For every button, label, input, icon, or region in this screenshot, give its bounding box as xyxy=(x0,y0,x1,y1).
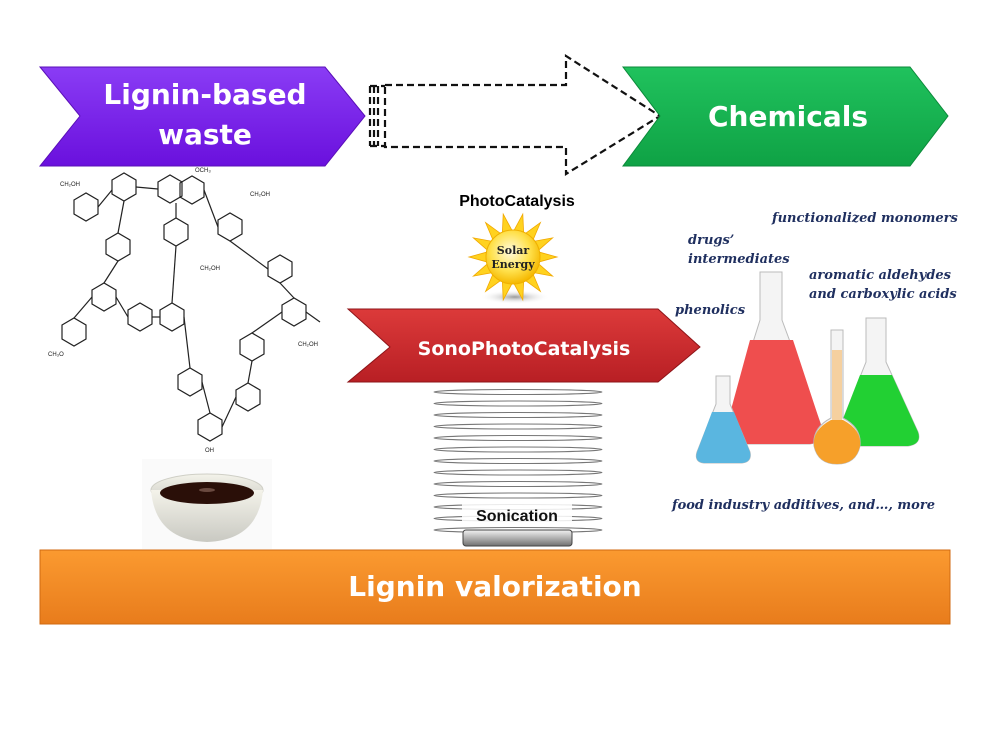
product-food-additives: food industry additives, and…, more xyxy=(671,498,935,513)
svg-text:CH₂OH: CH₂OH xyxy=(200,266,220,272)
coil-loop xyxy=(433,469,603,476)
sun-label-line1: Solar xyxy=(497,244,530,257)
sun-ray xyxy=(539,251,559,263)
sonication-label: Sonication xyxy=(476,508,558,525)
coil-loop xyxy=(433,446,603,453)
product-functionalized-monomers: functionalized monomers xyxy=(771,211,958,226)
coil-loop xyxy=(433,423,603,430)
coil-loop xyxy=(433,389,603,395)
footer-label: Lignin valorization xyxy=(348,570,641,603)
lignin-based-waste-chevron: Lignin-based waste xyxy=(38,66,366,167)
source-label-line1: Lignin-based xyxy=(103,78,306,111)
product-phenolics: phenolics xyxy=(675,303,746,318)
svg-text:CH₃O: CH₃O xyxy=(48,352,64,358)
flasks-image xyxy=(695,271,920,465)
product-drugs-line2: intermediates xyxy=(688,252,790,267)
sun-ray xyxy=(467,251,487,263)
product-aromatic-line2: and carboxylic acids xyxy=(809,287,957,302)
svg-text:CH₂OH: CH₂OH xyxy=(60,182,80,188)
sonophotocatalysis-label: SonoPhotoCatalysis xyxy=(418,338,631,360)
svg-text:OH: OH xyxy=(205,448,214,454)
lignin-valorization-bar: Lignin valorization xyxy=(39,549,951,625)
svg-text:CH₂OH: CH₂OH xyxy=(298,342,318,348)
product-aromatic-line1: aromatic aldehydes xyxy=(809,268,952,283)
coil-loop xyxy=(433,412,603,418)
coil-loop xyxy=(433,481,603,487)
sonicator-base-icon xyxy=(462,529,573,547)
chemicals-chevron: Chemicals xyxy=(621,66,949,167)
dashed-transition-arrow xyxy=(368,53,663,176)
lignin-bowl-image xyxy=(142,459,272,549)
sun-ray xyxy=(501,212,513,233)
coil-loop xyxy=(433,400,603,407)
sun-ray xyxy=(513,212,525,233)
photocatalysis-label: PhotoCatalysis xyxy=(459,193,575,210)
coil-loop xyxy=(433,458,603,464)
svg-text:OCH₃: OCH₃ xyxy=(195,168,211,174)
lignin-structure-image: CH₂OH OCH₃ CH₂OH CH₂OH CH₃O OH CH₂OH xyxy=(48,168,321,454)
sonophotocatalysis-chevron: SonoPhotoCatalysis xyxy=(346,308,701,383)
source-label-line2: waste xyxy=(158,118,252,151)
sun-icon: Solar Energy xyxy=(467,212,559,304)
product-drugs-line1: drugs’ xyxy=(688,233,734,248)
coil-loop xyxy=(433,492,603,499)
sun-label-line2: Energy xyxy=(491,258,535,271)
target-label: Chemicals xyxy=(708,100,868,133)
svg-text:CH₂OH: CH₂OH xyxy=(250,192,270,198)
coil-loop xyxy=(433,435,603,441)
